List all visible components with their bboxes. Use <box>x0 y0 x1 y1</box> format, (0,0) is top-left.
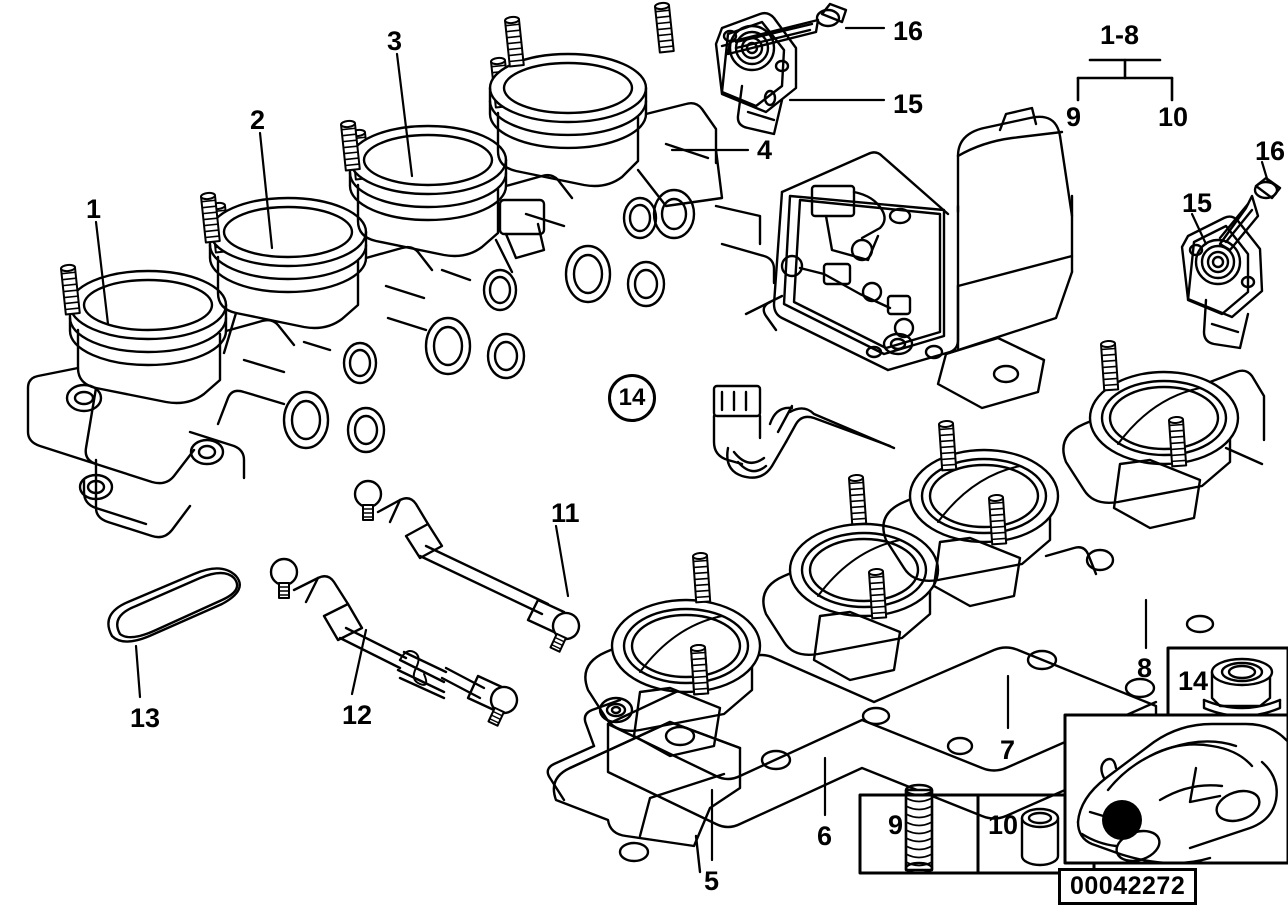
callout-11: 11 <box>551 498 580 528</box>
callout-4: 4 <box>757 135 773 165</box>
callout-12: 12 <box>342 700 373 730</box>
circled-callout-14: 14 <box>608 374 656 422</box>
callout-16-left: 16 <box>893 16 924 46</box>
callout-15-right: 15 <box>1182 188 1213 218</box>
bracket-label-9: 9 <box>1066 102 1082 132</box>
legend-label-9: 9 <box>888 810 904 840</box>
callout-3: 3 <box>387 26 403 56</box>
bracket-label-10: 10 <box>1158 102 1189 132</box>
bracket-range-label: 1-8 <box>1100 20 1140 50</box>
legend-label-10: 10 <box>988 810 1019 840</box>
callout-16-right: 16 <box>1255 136 1286 166</box>
callout-8: 8 <box>1137 653 1153 683</box>
callout-1: 1 <box>86 194 102 224</box>
callout-6: 6 <box>817 821 833 851</box>
callout-13: 13 <box>130 703 161 733</box>
callout-15-left: 15 <box>893 89 924 119</box>
callout-7: 7 <box>1000 735 1016 765</box>
diagram-id-label: 00042272 <box>1058 868 1198 906</box>
legend-label-14: 14 <box>1178 666 1209 696</box>
callout-2: 2 <box>250 105 266 135</box>
callout-5: 5 <box>704 866 720 896</box>
